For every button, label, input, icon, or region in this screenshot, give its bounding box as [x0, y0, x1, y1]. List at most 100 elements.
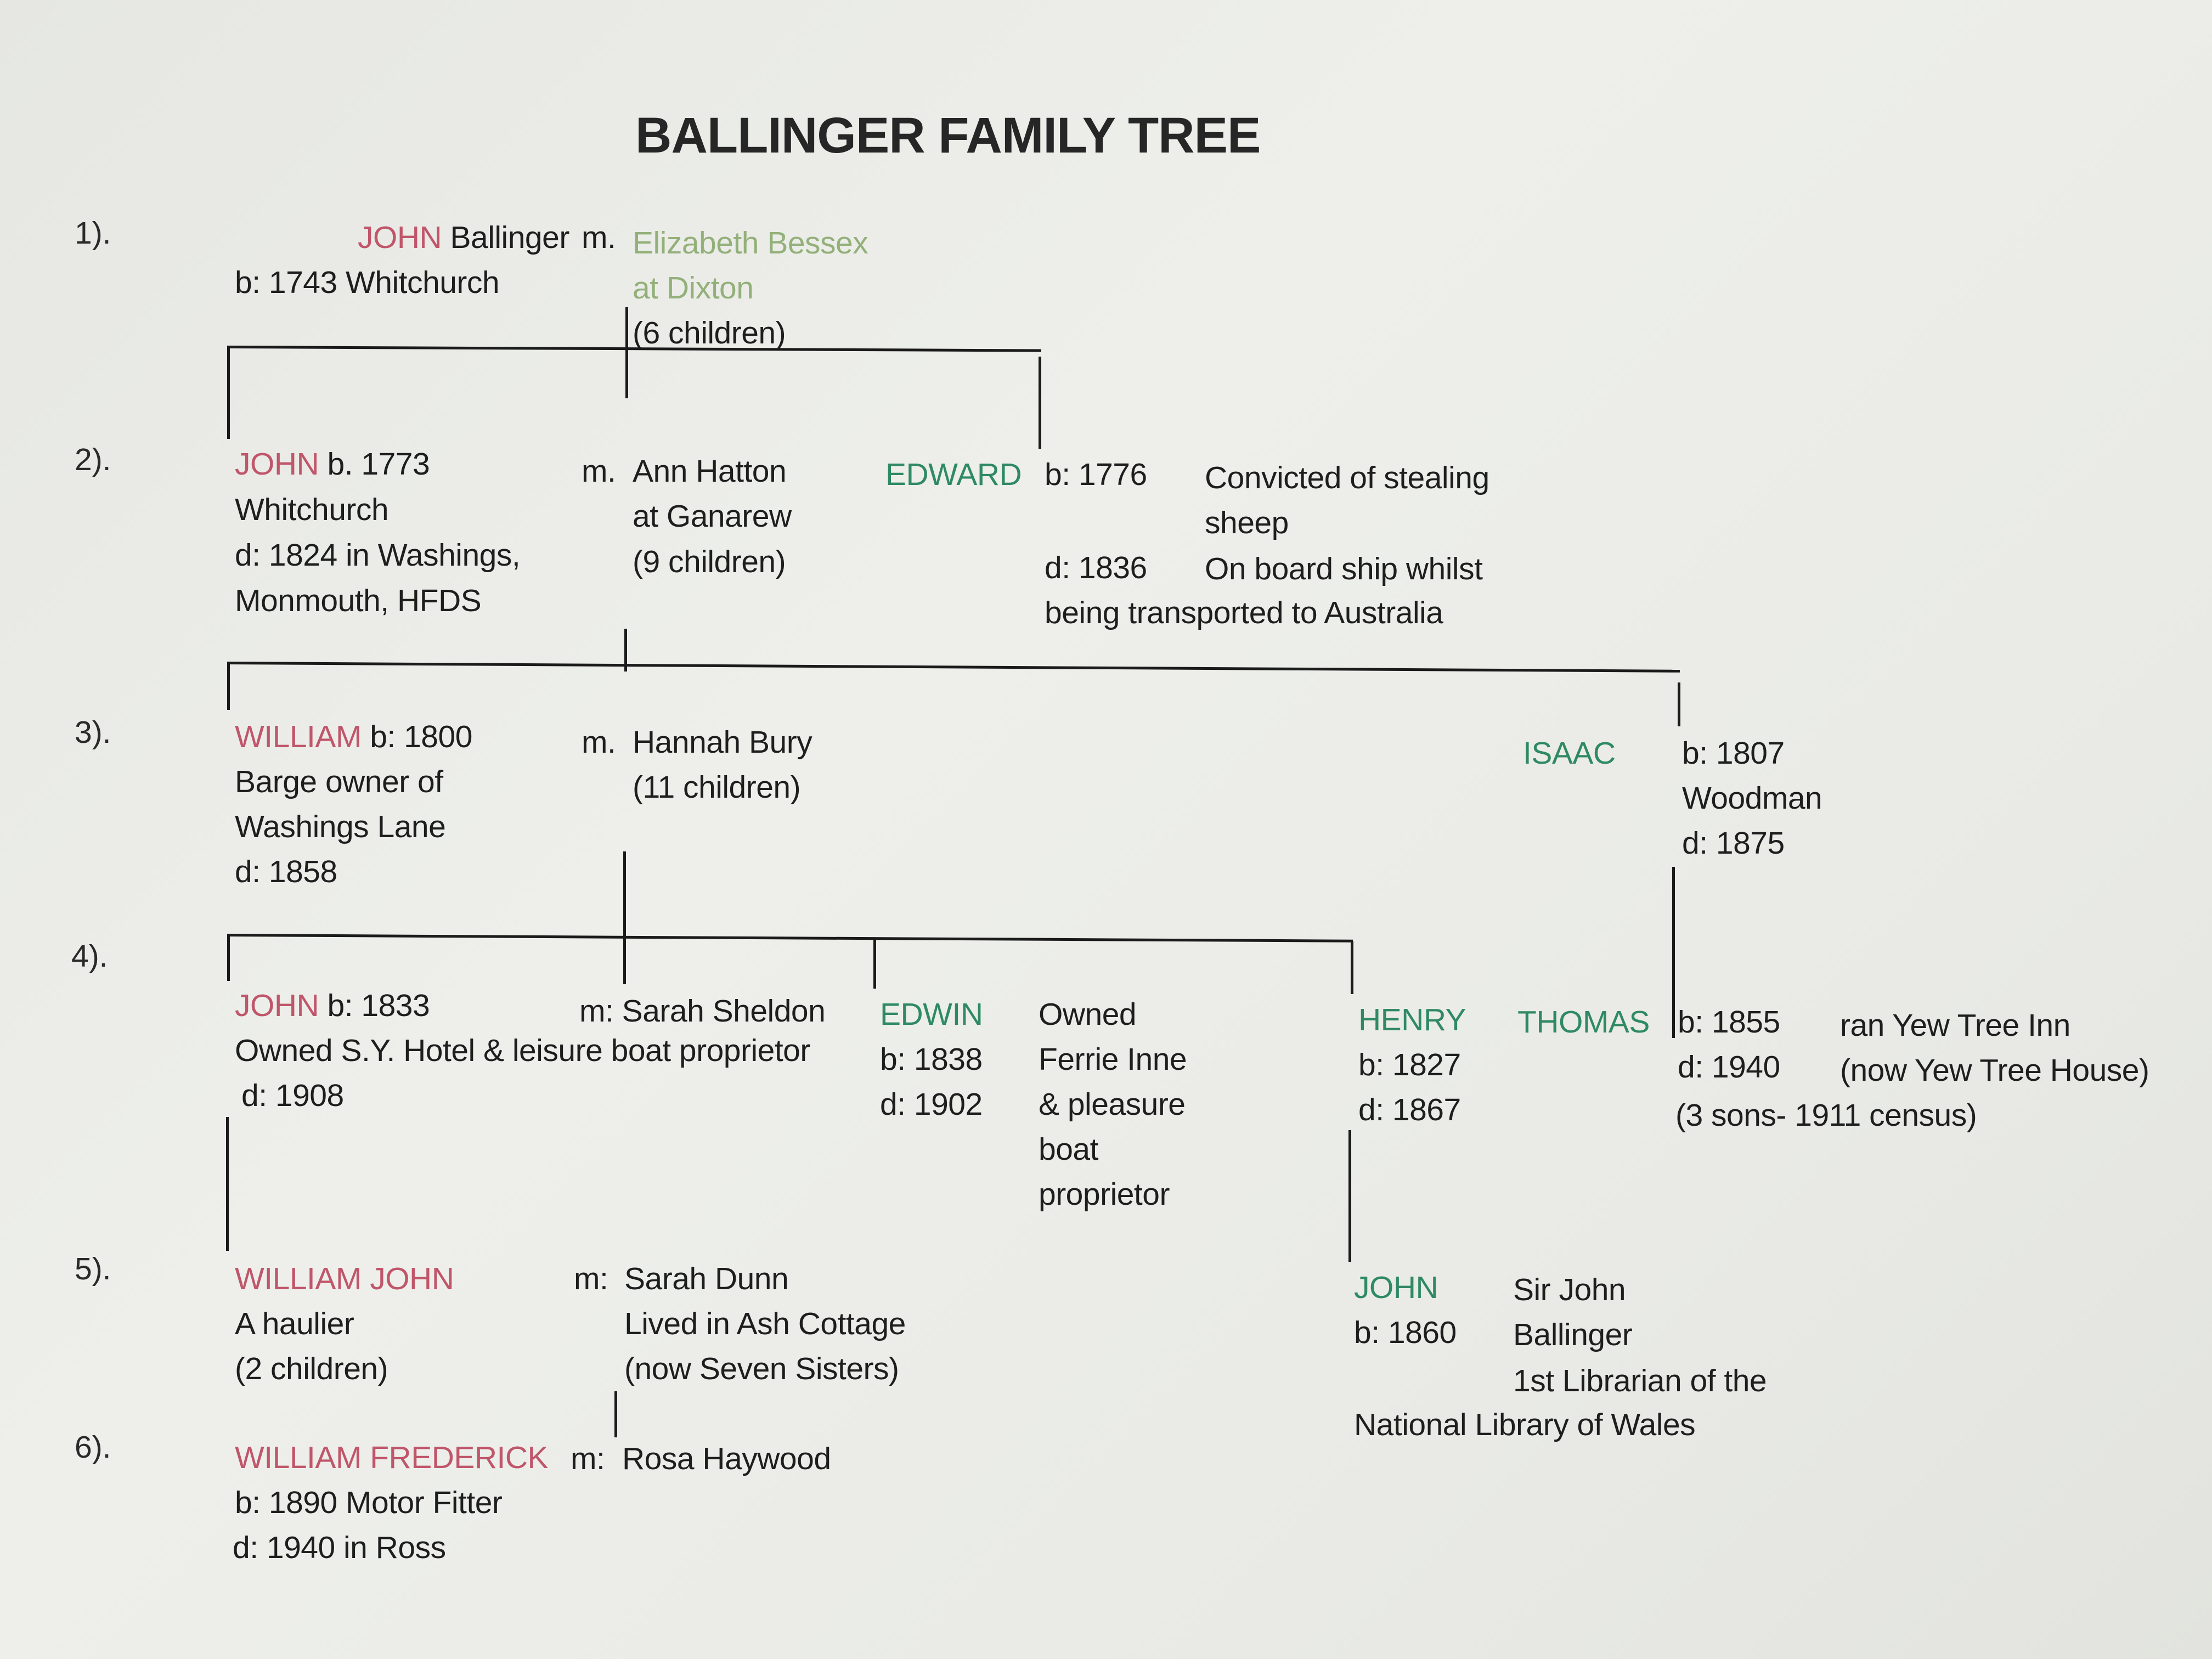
gen1-marriage-prefix: m.: [582, 220, 616, 255]
gen2-person: JOHN b. 1773: [235, 442, 430, 487]
gen2-sibling-note: being transported to Australia: [1045, 595, 1443, 630]
gen2-sibling-died: d: 1836: [1045, 550, 1147, 585]
gen1-marriage-place: at Dixton: [633, 270, 754, 306]
generation-label-6: 6).: [75, 1430, 111, 1465]
gen3-person-line: Washings Lane: [235, 809, 446, 844]
gen4-cousin-thomas-note: (now Yew Tree House): [1840, 1053, 2149, 1088]
gen1-descent-line: [625, 307, 628, 398]
gen1-person-surname: Ballinger: [450, 220, 570, 255]
gen4-sibling-henry-name: HENRY: [1358, 1002, 1466, 1037]
gen1-branch-edward: [1039, 357, 1041, 449]
gen4-marriage-prefix: m:: [579, 994, 614, 1029]
gen2-sibling-born: b: 1776: [1045, 457, 1147, 492]
gen1-spouse: Elizabeth Bessex: [633, 225, 868, 261]
gen1-person: JOHN Ballinger: [358, 215, 569, 260]
gen1-born: b: 1743 Whitchurch: [235, 265, 500, 300]
gen4-cousin-thomas-name: THOMAS: [1517, 1005, 1650, 1040]
gen3-person-name: WILLIAM: [235, 719, 362, 754]
gen2-spouse: Ann Hatton: [633, 454, 787, 489]
gen4-descent-henry: [1348, 1130, 1351, 1262]
gen4-sibling-edwin-note: proprietor: [1039, 1177, 1170, 1212]
gen2-person-name: JOHN: [235, 447, 319, 482]
gen2-marriage-prefix: m.: [582, 454, 616, 489]
gen2-descent-line: [624, 629, 627, 672]
generation-label-1: 1).: [75, 216, 111, 251]
gen5-spouse: Sarah Dunn: [624, 1261, 789, 1296]
gen4-sibling-edwin-name: EDWIN: [880, 997, 983, 1032]
gen2-sibling-note: Convicted of stealing: [1205, 460, 1489, 495]
gen3-branch-john: [227, 936, 230, 981]
gen4-person: JOHN b: 1833: [235, 983, 430, 1028]
gen2-person-line: d: 1824 in Washings,: [235, 538, 521, 573]
gen3-person-line: d: 1858: [235, 854, 337, 889]
gen5-cousin-john-born: b: 1860: [1354, 1315, 1457, 1350]
gen3-spouse: Hannah Bury: [633, 725, 812, 760]
gen5-person-line: A haulier: [235, 1306, 354, 1341]
gen5-cousin-john-note: Ballinger: [1513, 1317, 1633, 1352]
gen3-children: (11 children): [633, 770, 801, 805]
gen5-cousin-john-note: National Library of Wales: [1354, 1407, 1696, 1442]
gen2-person-line: Monmouth, HFDS: [235, 583, 482, 618]
gen2-sibling-note: sheep: [1205, 505, 1289, 540]
gen5-marriage-line: Lived in Ash Cottage: [624, 1306, 906, 1341]
gen4-person-name: JOHN: [235, 988, 319, 1023]
gen2-person-born: b. 1773: [327, 447, 430, 482]
generation-label-2: 2).: [75, 442, 111, 477]
isaac-descent-line: [1672, 867, 1675, 1038]
gen4-sibling-henry-born: b: 1827: [1358, 1047, 1461, 1082]
gen2-sibling-note: On board ship whilst: [1205, 551, 1483, 586]
gen6-person-line: b: 1890 Motor Fitter: [235, 1485, 503, 1520]
gen5-marriage-line: (now Seven Sisters): [624, 1351, 899, 1386]
gen2-branch-william: [227, 664, 230, 710]
gen3-person: WILLIAM b: 1800: [235, 714, 472, 759]
gen3-descent-line: [623, 851, 626, 984]
gen5-cousin-john-note: 1st Librarian of the: [1513, 1363, 1767, 1398]
gen4-cousin-thomas-died: d: 1940: [1678, 1049, 1780, 1085]
gen2-sibling-bar: [227, 662, 1680, 673]
gen2-marriage-place: at Ganarew: [633, 499, 792, 534]
gen5-person-name: WILLIAM JOHN: [235, 1261, 454, 1296]
gen4-cousin-thomas-note: ran Yew Tree Inn: [1840, 1008, 2070, 1043]
gen3-sibling-name: ISAAC: [1523, 736, 1616, 771]
gen6-marriage-prefix: m:: [571, 1441, 605, 1476]
gen4-sibling-edwin-born: b: 1838: [880, 1042, 983, 1077]
generation-label-4: 4).: [71, 939, 108, 974]
gen2-children: (9 children): [633, 544, 786, 579]
gen2-person-line: Whitchurch: [235, 492, 389, 527]
gen5-marriage-prefix: m:: [574, 1261, 608, 1296]
page-title: BALLINGER FAMILY TREE: [635, 108, 1261, 163]
gen4-cousin-thomas-born: b: 1855: [1678, 1005, 1780, 1040]
gen4-sibling-edwin-note: Owned: [1039, 997, 1137, 1032]
gen4-descent-william-john: [226, 1117, 229, 1251]
gen1-children: (6 children): [633, 315, 786, 351]
gen5-descent-line: [614, 1391, 617, 1437]
gen3-branch-edwin: [873, 939, 876, 989]
gen4-cousin-thomas-note: (3 sons- 1911 census): [1675, 1098, 1977, 1133]
gen4-person-line: d: 1908: [241, 1078, 344, 1113]
gen4-person-born: b: 1833: [327, 988, 430, 1023]
gen6-person-line: d: 1940 in Ross: [233, 1530, 446, 1565]
gen5-cousin-john-name: JOHN: [1354, 1270, 1438, 1305]
gen4-sibling-henry-died: d: 1867: [1358, 1092, 1461, 1127]
gen3-sibling-occupation: Woodman: [1682, 781, 1822, 816]
gen4-sibling-edwin-died: d: 1902: [880, 1087, 983, 1122]
generation-label-5: 5).: [75, 1251, 111, 1286]
gen2-branch-isaac: [1678, 682, 1680, 726]
gen4-sibling-edwin-note: boat: [1039, 1132, 1098, 1167]
gen6-person-name: WILLIAM FREDERICK: [235, 1440, 549, 1475]
gen2-sibling-name: EDWARD: [885, 457, 1022, 492]
gen5-cousin-john-note: Sir John: [1513, 1272, 1626, 1307]
gen4-spouse: Sarah Sheldon: [622, 994, 826, 1029]
gen4-marriage: m: Sarah Sheldon: [579, 989, 826, 1034]
gen4-sibling-edwin-note: Ferrie Inne: [1039, 1042, 1187, 1077]
gen3-marriage-prefix: m.: [582, 725, 616, 760]
gen1-branch-john: [227, 347, 230, 439]
gen5-person-line: (2 children): [235, 1351, 388, 1386]
gen3-sibling-born: b: 1807: [1682, 736, 1785, 771]
gen3-sibling-bar: [227, 934, 1353, 943]
gen3-sibling-died: d: 1875: [1682, 826, 1785, 861]
generation-label-3: 3).: [75, 715, 111, 750]
gen3-person-born: b: 1800: [370, 719, 472, 754]
gen3-branch-henry: [1351, 941, 1353, 994]
